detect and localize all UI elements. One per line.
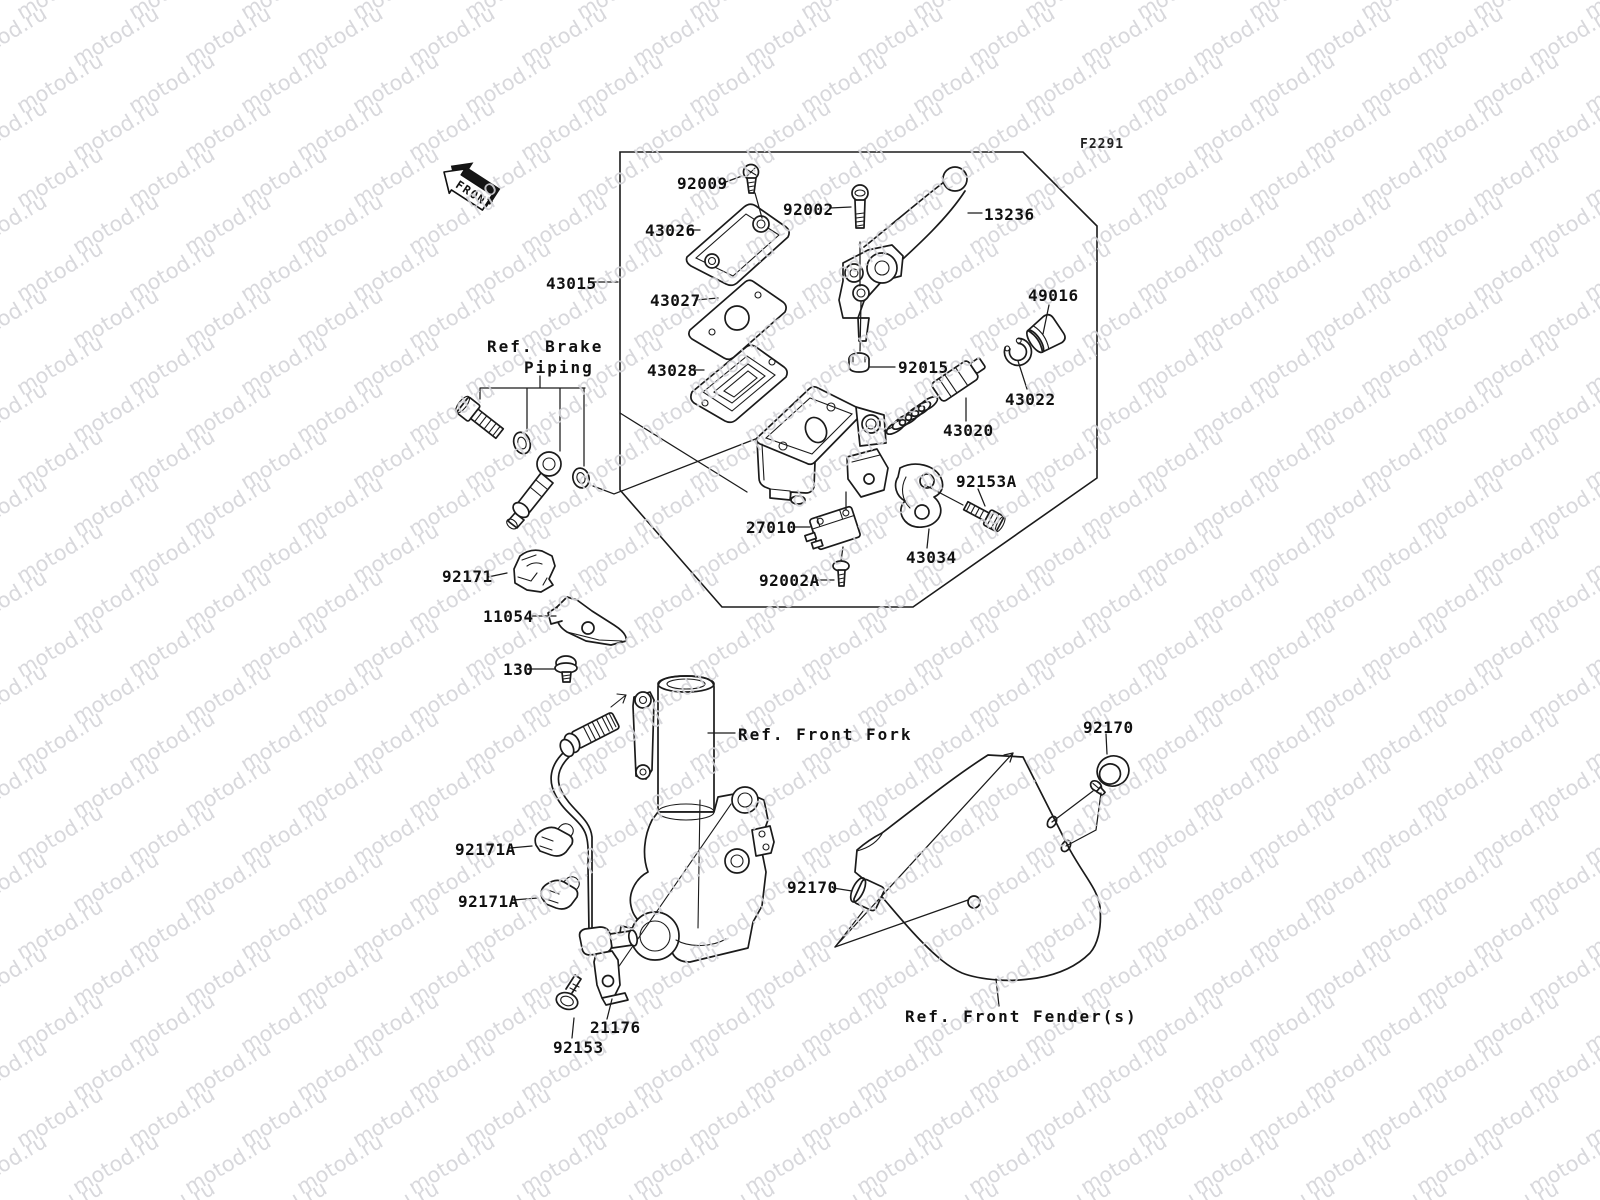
part-label-92153: 92153 [553,1038,604,1057]
banjo-bolt-drawing [455,395,505,440]
part-label-92170-left: 92170 [787,878,838,897]
reservoir-cap-43026-drawing [685,203,790,287]
brake-switch-27010-drawing [804,505,861,551]
watermark-text: motod.ru [1468,1176,1563,1200]
part-label-49016: 49016 [1028,286,1079,305]
watermark-text: motod.ru [460,1176,555,1200]
diagram-code-label: F2291 [1080,137,1124,152]
watermark-text: motod.ru [0,847,51,917]
hose-guide-arm-drawing [632,691,655,780]
lever-clamp-43034-drawing [894,463,944,528]
bolt-92153a-drawing [962,500,1006,533]
watermark-text: motod.ru [572,1176,667,1200]
part-label-92171: 92171 [442,567,493,586]
watermark-text: motod.ru [0,1129,51,1199]
diagram-artwork: FRONT [443,151,1130,1039]
watermark-text: motod.ru [0,1,51,71]
banjo-fitting-drawing [506,451,562,530]
part-label-92015: 92015 [898,358,949,377]
part-label-21176: 21176 [590,1018,641,1037]
label-layer: F2291 92009 43026 92002 13236 43015 4302… [442,137,1138,1057]
watermark-text: motod.ru [1132,1176,1227,1200]
hose-clamp-92171a-upper-drawing [534,823,574,857]
part-label-27010: 27010 [746,518,797,537]
assembly-group-border [619,151,1098,608]
part-label-43020: 43020 [943,421,994,440]
part-label-92171A-upper: 92171A [455,840,516,859]
watermark-text: motod.ru [12,1176,107,1200]
part-label-43026: 43026 [645,221,696,240]
part-label-92171A-lower: 92171A [458,892,519,911]
part-label-13236: 13236 [984,205,1035,224]
diaphragm-43028-drawing [690,344,788,424]
screw-92009-drawing [742,163,760,194]
part-label-92170-right: 92170 [1083,718,1134,737]
part-label-92002A: 92002A [759,571,820,590]
master-cylinder-body-drawing [755,385,889,505]
part-label-130: 130 [503,660,533,679]
hose-clamp-92171-drawing [513,549,556,593]
damper-92170-right-drawing [1089,755,1130,797]
damper-92170-left-drawing [849,877,885,912]
watermark-text: motod.ru [1356,1176,1451,1200]
watermark-text: motod.ru [0,95,51,165]
watermark-text: motod.ru [124,1176,219,1200]
bolt-130-drawing [554,655,578,683]
watermark-text: motod.ru [684,1176,779,1200]
ref-label-front-fork: Ref. Front Fork [738,725,913,744]
piston-assembly-43020-drawing [883,357,986,436]
front-fender-drawing [854,754,1102,982]
speed-sensor-21176-drawing [578,803,732,1006]
pivot-bolt-92002-drawing [851,184,869,229]
part-label-43022: 43022 [1005,390,1056,409]
watermark-text: motod.ru [1020,1176,1115,1200]
nut-92015-drawing [848,352,870,373]
watermark-text: motod.ru [1244,1176,1339,1200]
watermark-text: motod.ru [0,753,51,823]
watermark-text: motod.ru [1580,1176,1600,1200]
ref-label-brake-piping-line1: Ref. Brake [487,337,603,356]
watermark-text: motod.ru [796,1176,891,1200]
watermark-text: motod.ru [0,471,51,541]
front-direction-arrow: FRONT [443,162,501,212]
watermark-text: motod.ru [0,659,51,729]
watermark-text: motod.ru [0,189,51,259]
watermark-text: motod.ru [0,941,51,1011]
leader-lines [479,175,1108,1039]
part-label-43034: 43034 [906,548,957,567]
hose-clamp-92171a-lower-drawing [540,876,580,910]
watermark-text: motod.ru [908,1176,1003,1200]
ref-label-front-fender: Ref. Front Fender(s) [905,1007,1138,1026]
brake-lever-13236-drawing [838,166,968,342]
part-label-43028: 43028 [647,361,698,380]
part-label-11054: 11054 [483,607,534,626]
watermark-text: motod.ru [0,1035,51,1105]
watermark-text: motod.ru [0,283,51,353]
circlip-43022-drawing [1003,337,1033,367]
boot-49016-drawing [1026,313,1066,354]
watermark-text: motod.ru [236,1176,331,1200]
part-label-92153A: 92153A [956,472,1017,491]
part-label-43015: 43015 [546,274,597,293]
front-fork-drawing [618,675,775,963]
screw-92002a-drawing [832,560,850,587]
banjo-washer-upper-drawing [512,431,532,455]
part-label-92002: 92002 [783,200,834,219]
ref-label-brake-piping-line2: Piping [524,358,594,377]
watermark-text: motod.ru [348,1176,443,1200]
plate-43027-drawing [688,279,787,361]
bracket-11054-drawing [547,596,628,646]
watermark-text: motod.ru [0,377,51,447]
banjo-washer-lower-drawing [572,467,590,489]
watermark-text: motod.ru [0,565,51,635]
brake-hose-drawing [550,693,627,933]
part-label-92009: 92009 [677,174,728,193]
part-label-43027: 43027 [650,291,701,310]
bolt-92153-drawing [555,974,582,1011]
